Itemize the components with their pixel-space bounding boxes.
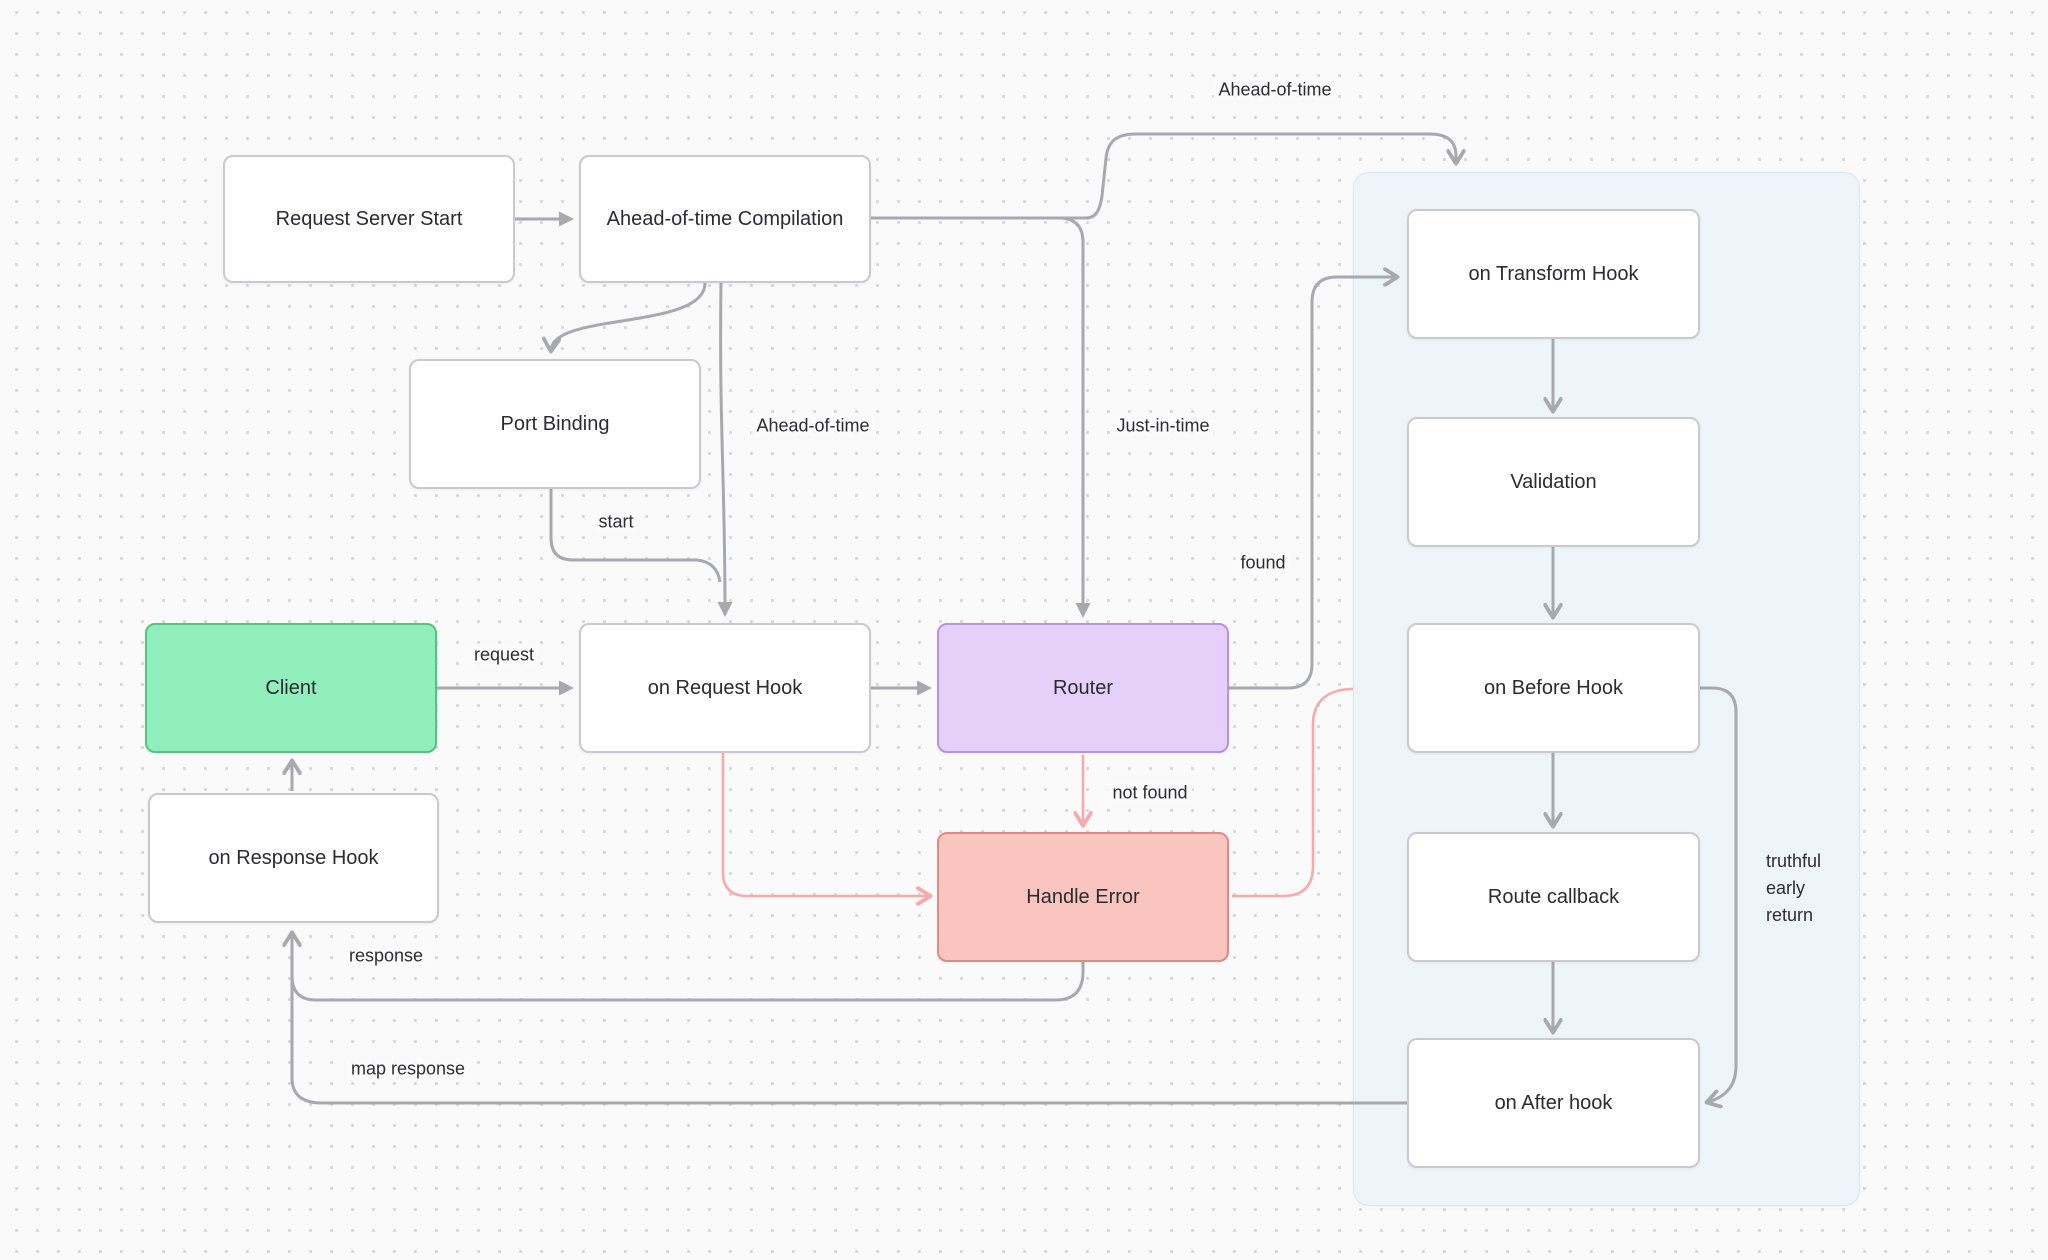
edge-label-ahead-of-time-top: Ahead-of-time — [1213, 78, 1337, 102]
edge-ahead-of-time-vertical — [717, 282, 733, 617]
edge-ahead-of-time-top — [871, 132, 1456, 220]
edge-just-in-time — [1061, 216, 1091, 618]
edge-label-found: found — [1235, 551, 1291, 575]
node-router: Router — [937, 623, 1229, 753]
edge-label-truthful-early-return: truthful early return — [1766, 851, 1822, 925]
edge-label-just-in-time: Just-in-time — [1111, 414, 1215, 438]
node-on-after-hook: on After hook — [1407, 1038, 1700, 1168]
node-on-response-hook: on Response Hook — [148, 793, 439, 923]
node-port-binding: Port Binding — [409, 359, 701, 489]
node-client: Client — [145, 623, 437, 753]
node-handle-error: Handle Error — [937, 832, 1229, 962]
edge-label-response: response — [343, 944, 429, 968]
edge-request-hook-error — [721, 753, 929, 896]
node-route-callback: Route callback — [1407, 832, 1700, 962]
node-validation: Validation — [1407, 417, 1700, 547]
edge-map-response — [290, 975, 1407, 1105]
edge-start — [549, 489, 722, 583]
node-aot-compilation: Ahead-of-time Compilation — [579, 155, 871, 283]
node-on-before-hook: on Before Hook — [1407, 623, 1700, 753]
edge-compilation-to-port-binding — [551, 282, 707, 350]
edge-label-start: start — [593, 510, 639, 534]
edge-truthful-early-return — [1700, 686, 1738, 1102]
edge-label-map-response: map response — [345, 1057, 471, 1081]
edge-label-request: request — [468, 643, 540, 667]
node-request-server-start: Request Server Start — [223, 155, 515, 283]
edge-panel-error — [1232, 687, 1354, 898]
node-on-transform-hook: on Transform Hook — [1407, 209, 1700, 339]
edge-label-ahead-of-time-vertical: Ahead-of-time — [751, 414, 875, 438]
edge-label-not-found: not found — [1107, 781, 1193, 805]
edge-found — [1229, 277, 1396, 690]
node-on-request-hook: on Request Hook — [579, 623, 871, 753]
